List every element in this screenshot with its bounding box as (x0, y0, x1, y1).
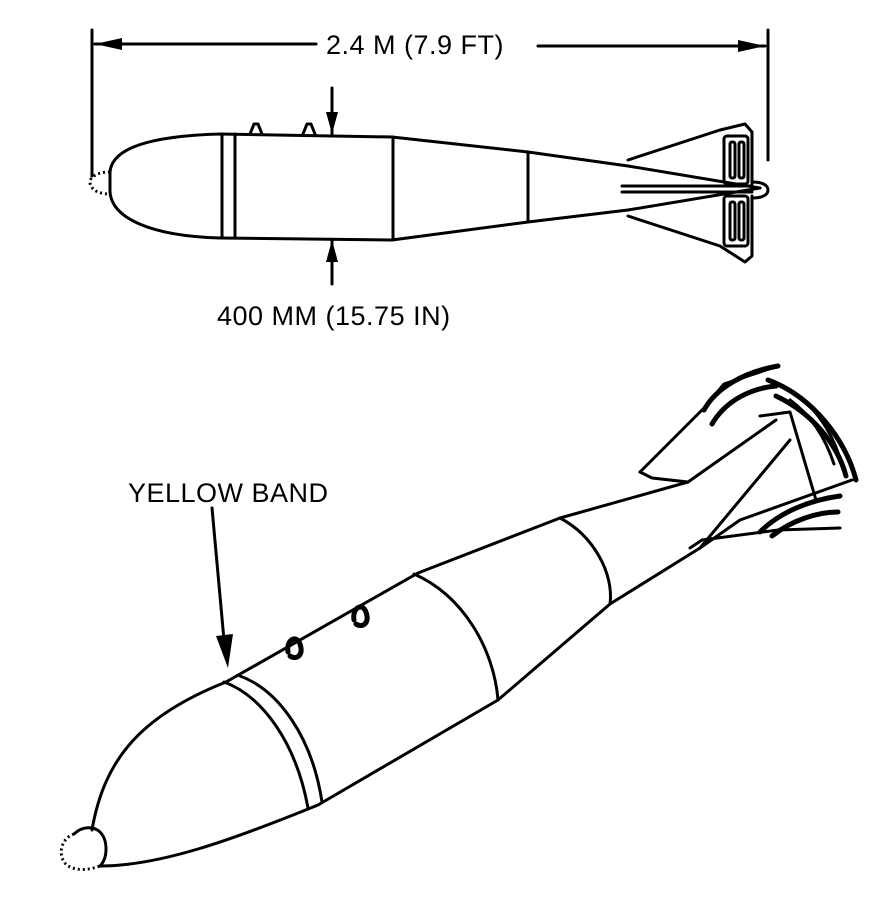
tail-fins-side (620, 122, 770, 264)
side-view (88, 28, 770, 286)
perspective-view (59, 363, 859, 871)
yellow-band-perspective (222, 674, 324, 810)
diameter-dimension (326, 86, 338, 286)
bomb-body-side (88, 132, 630, 242)
suspension-lugs-perspective (285, 604, 370, 660)
yellow-band-side (220, 132, 237, 240)
bomb-body-perspective (59, 480, 702, 871)
yellow-band-label: YELLOW BAND (128, 478, 329, 508)
length-label: 2.4 M (7.9 FT) (326, 30, 505, 60)
nose-fuze-perspective (59, 832, 101, 871)
nose-fuze (88, 170, 111, 196)
suspension-lugs-side (248, 122, 317, 136)
tail-fins-perspective (638, 363, 859, 550)
diameter-label: 400 MM (15.75 IN) (217, 301, 451, 331)
yellow-band-arrow (210, 506, 233, 668)
length-dimension (90, 28, 770, 178)
